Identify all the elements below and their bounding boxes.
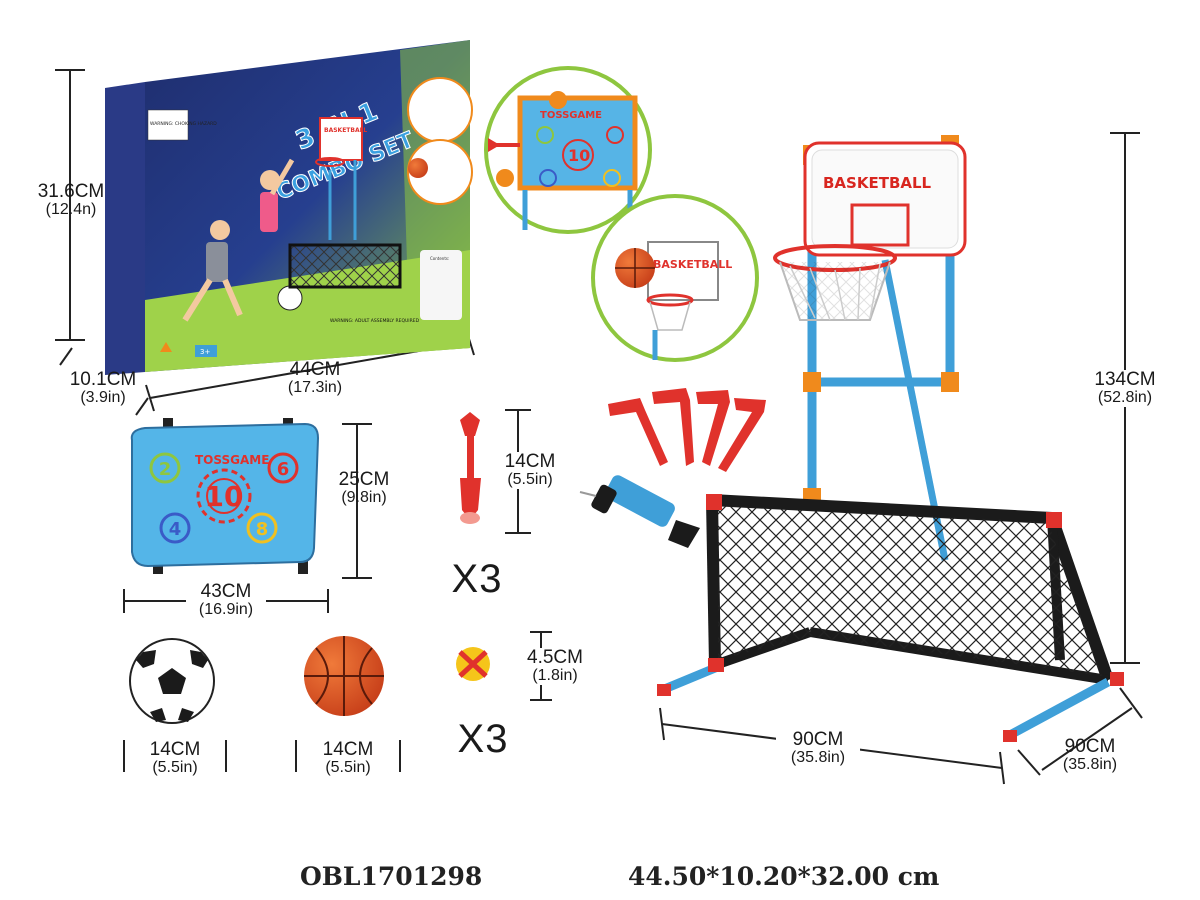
dart-qty: X3	[451, 557, 503, 601]
box-depth-in: (3.9in)	[80, 388, 126, 406]
box-height-in: (12.4n)	[45, 200, 97, 218]
box-height-cm: 31.6CM	[37, 181, 105, 202]
box-width-label: 44CM (17.3in)	[275, 360, 355, 397]
toss-score-6: 6	[277, 459, 290, 480]
assembled-width-label: 90CM (35.8in)	[776, 730, 860, 767]
toss-score-2: 2	[159, 459, 172, 480]
air-pump	[579, 475, 700, 548]
box-depth-cm: 10.1CM	[69, 369, 137, 390]
velcro-ball-size-label: 4.5CM (1.8in)	[515, 648, 595, 685]
toss-width-label: 43CM (16.9in)	[186, 582, 266, 619]
toss-height-label: 25CM (9.8in)	[326, 470, 402, 507]
box-age: 3+	[200, 348, 210, 356]
basketball-size-in: (5.5in)	[325, 758, 371, 776]
toss-height-in: (9.8in)	[341, 488, 387, 506]
assembled-depth-cm: 90CM	[1064, 736, 1116, 757]
velcro-ball-qty: X3	[457, 717, 509, 761]
svg-text:Contents:: Contents:	[430, 256, 449, 261]
dart-size-in: (5.5in)	[507, 470, 553, 488]
assembled-depth-label: 90CM (35.8in)	[1048, 737, 1132, 774]
soccer-ball-size-in: (5.5in)	[152, 758, 198, 776]
assembled-height-in: (52.8in)	[1097, 388, 1153, 406]
soccer-ball-size-cm: 14CM	[149, 739, 201, 760]
velcro-ball-size-cm: 4.5CM	[527, 647, 583, 668]
inset-toss-logo: TOSSGAME	[540, 110, 602, 121]
assembled-width-in: (35.8in)	[790, 748, 846, 766]
box-depth-label: 10.1CM (3.9in)	[62, 370, 144, 407]
assembled-unit: BASKETBALL	[657, 135, 1124, 742]
basketball-size-cm: 14CM	[322, 739, 374, 760]
svg-text:10: 10	[568, 146, 590, 165]
inset-backboard-text: BASKETBALL	[653, 258, 732, 271]
dart-size-label: 14CM (5.5in)	[492, 452, 568, 489]
dart-size-cm: 14CM	[504, 451, 556, 472]
toss-score-10: 10	[205, 480, 244, 513]
backboard-label: BASKETBALL	[823, 174, 932, 192]
product-box: 3 IN 1 COMBO SET WARNING: CHOKING HAZARD…	[105, 40, 473, 375]
ground-stakes	[608, 388, 766, 472]
box-height-label: 31.6CM (12.4n)	[30, 182, 112, 219]
svg-text:BASKETBALL: BASKETBALL	[324, 127, 367, 134]
basketball-size-label: 14CM (5.5in)	[306, 740, 390, 777]
dart	[460, 412, 481, 524]
basketball	[304, 636, 384, 716]
toss-width-in: (16.9in)	[198, 600, 254, 618]
assembled-height-label: 134CM (52.8in)	[1082, 370, 1168, 407]
box-width-in: (17.3in)	[287, 378, 343, 396]
velcro-ball-size-in: (1.8in)	[532, 666, 578, 684]
toss-height-cm: 25CM	[338, 469, 390, 490]
inset-basket-circle: BASKETBALL	[591, 194, 759, 362]
toss-board: TOSSGAME	[130, 418, 320, 574]
assembled-depth-in: (35.8in)	[1062, 755, 1118, 773]
velcro-ball	[456, 647, 490, 681]
product-code: OBL1701298	[300, 862, 483, 891]
toss-board-logo: TOSSGAME	[195, 453, 269, 467]
carton-size: 44.50*10.20*32.00 cm	[628, 862, 940, 891]
box-adult-note: WARNING: ADULT ASSEMBLY REQUIRED	[330, 318, 420, 324]
box-warning: WARNING: CHOKING HAZARD	[150, 121, 217, 127]
assembled-width-cm: 90CM	[792, 729, 844, 750]
soccer-ball-size-label: 14CM (5.5in)	[134, 740, 216, 777]
assembled-height-cm: 134CM	[1094, 369, 1156, 390]
toss-score-8: 8	[256, 519, 269, 540]
inset-toss-circle: TOSSGAME 10	[484, 66, 652, 234]
toss-score-4: 4	[169, 519, 182, 540]
box-width-cm: 44CM	[289, 359, 341, 380]
soccer-ball	[129, 638, 215, 724]
toss-width-cm: 43CM	[200, 581, 252, 602]
